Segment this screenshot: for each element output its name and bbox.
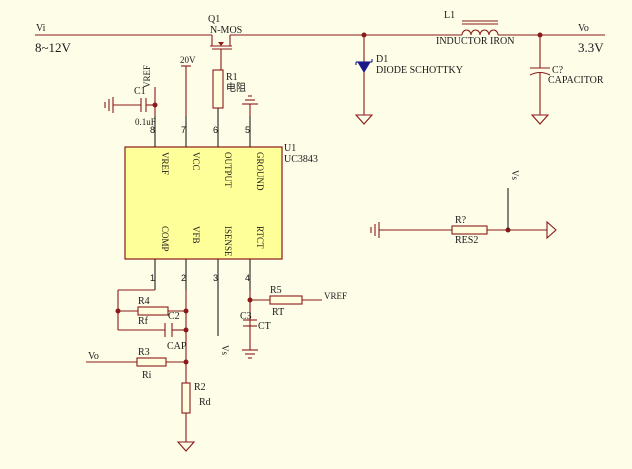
r7-value-label: RES2	[455, 235, 478, 246]
c1-value-label: 0.1uF	[135, 117, 156, 127]
junction-r4-left	[115, 308, 121, 314]
cout-ground-icon	[530, 114, 550, 125]
pin2-name: VFB	[191, 226, 201, 244]
pin5-name: GROUND	[255, 152, 265, 191]
c3-ref-label: C3	[240, 311, 252, 322]
r5-resistor-symbol	[269, 295, 303, 305]
d1-schottky-diode-symbol	[355, 35, 373, 115]
pin3-number: 3	[213, 273, 218, 283]
d1-ref-label: D1	[376, 54, 388, 65]
r1-ref-label: R1	[226, 72, 238, 83]
c2-value-label: CAP	[167, 341, 187, 352]
pin2-number: 2	[181, 273, 186, 283]
cout-type-label: CAPACITOR	[548, 75, 604, 86]
c1-ground-icon	[104, 97, 114, 113]
r5-value-label: RT	[272, 307, 284, 318]
vi-net-label: Vi	[36, 23, 46, 34]
r3-value-label: Ri	[142, 370, 152, 381]
c3-value-label: CT	[258, 321, 271, 332]
c3-ground-icon	[242, 349, 258, 359]
vref-pin8-label: VREF	[142, 65, 152, 88]
r1-resistor-symbol	[212, 69, 224, 109]
supply-20v-label: 20V	[180, 55, 196, 65]
r7-ref-label: R?	[455, 215, 467, 226]
cout-capacitor-symbol	[529, 35, 551, 115]
r4-value-label: Rf	[138, 316, 149, 327]
junction-vfb-r4	[183, 308, 189, 314]
c1-capacitor-symbol	[113, 98, 155, 112]
c2-ref-label: C2	[168, 311, 180, 322]
l1-ref-label: L1	[444, 10, 455, 21]
vs-isense-label: Vs	[220, 345, 230, 355]
r5-ref-label: R5	[270, 285, 282, 296]
c2-capacitor-symbol	[164, 323, 173, 337]
pin5-ground-icon	[242, 95, 258, 105]
pin5-number: 5	[245, 125, 250, 135]
pin7-name: VCC	[191, 152, 201, 171]
u1-top-pins	[154, 108, 251, 147]
junction-vfb-c2	[183, 327, 189, 333]
pin4-name: RTCT	[255, 226, 265, 249]
q1-ref-label: Q1	[208, 14, 220, 25]
l1-inductor-symbol	[461, 20, 499, 36]
pin8-name: VREF	[160, 152, 170, 175]
r3-ref-label: R3	[138, 347, 150, 358]
pin6-name: OUTPUT	[223, 152, 233, 188]
output-voltage-label: 3.3V	[578, 40, 604, 55]
r2-ref-label: R2	[194, 382, 206, 393]
r3-resistor-symbol	[136, 357, 167, 367]
c3-capacitor-symbol	[243, 319, 257, 327]
pin6-number: 6	[213, 125, 218, 135]
r4-resistor-symbol	[137, 306, 169, 316]
vo-feedback-net-label: Vo	[88, 351, 99, 362]
cout-ref-label: C?	[552, 65, 564, 76]
q1-nmos-symbol	[210, 35, 232, 56]
d1-type-label: DIODE SCHOTTKY	[376, 65, 463, 76]
pin7-number: 7	[181, 125, 186, 135]
r4-ref-label: R4	[138, 296, 150, 307]
u1-part-label: UC3843	[284, 154, 318, 165]
r1-value-label: 电阻	[226, 81, 246, 94]
r2-resistor-symbol	[181, 382, 191, 414]
u1-bottom-pins	[154, 259, 251, 290]
q1-type-label: N-MOS	[210, 25, 242, 36]
r2-value-label: Rd	[199, 397, 211, 408]
pin1-number: 1	[150, 273, 155, 283]
pin8-number: 8	[150, 125, 155, 135]
vo-output-net-label: Vo	[578, 23, 589, 34]
pin1-name: COMP	[160, 226, 170, 252]
r7-resistor-symbol	[451, 225, 488, 235]
l1-type-label: INDUCTOR IRON	[436, 36, 514, 47]
pin3-name: ISENSE	[223, 226, 233, 257]
u1-ic-body	[124, 146, 283, 260]
r2-ground-icon	[176, 441, 196, 452]
vs-right-label: Vs	[510, 170, 520, 180]
c1-ref-label: C1	[134, 86, 146, 97]
vref-r5-net-label: VREF	[324, 291, 347, 301]
pin4-number: 4	[245, 273, 250, 283]
d1-ground-icon	[354, 114, 374, 125]
r7-arrow-icon	[546, 220, 557, 240]
u1-ref-label: U1	[284, 143, 296, 154]
input-voltage-label: 8~12V	[35, 40, 72, 55]
